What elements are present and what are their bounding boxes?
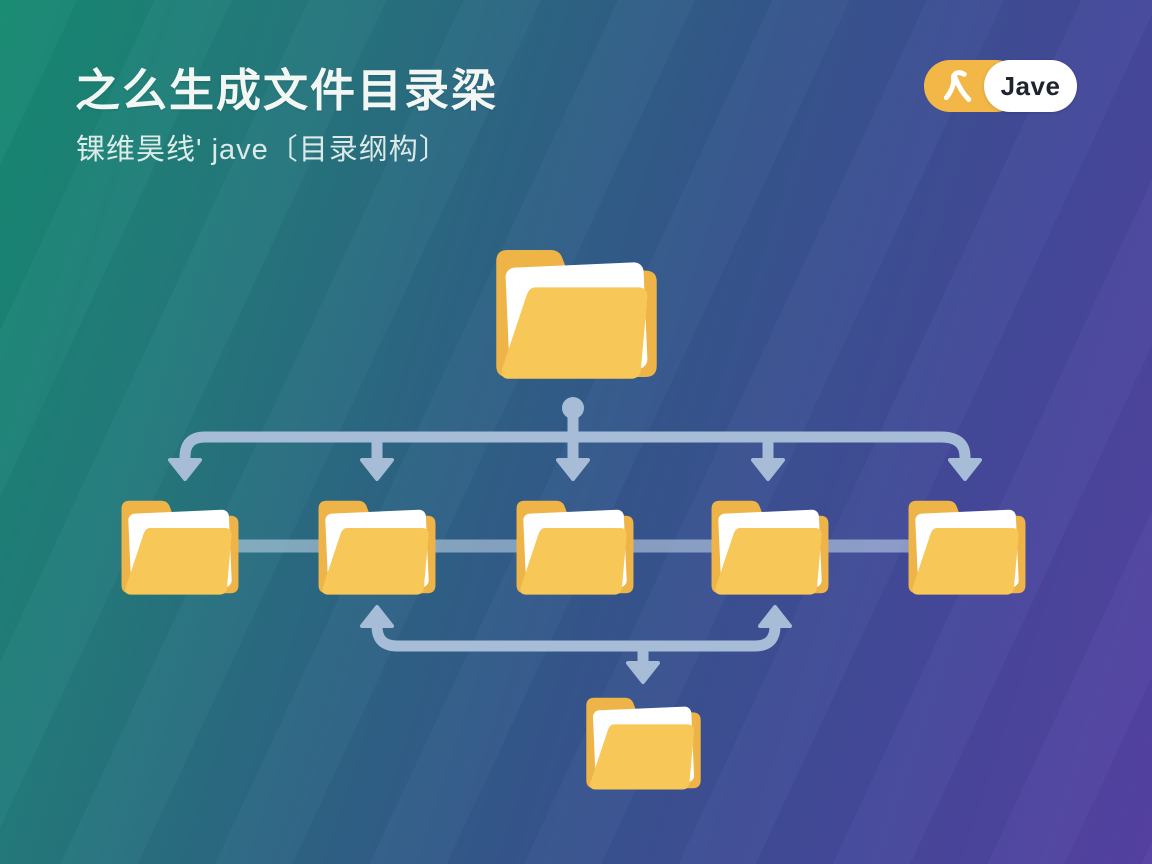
child-folder-icon-2 <box>318 500 436 595</box>
child-folder-icon-4 <box>711 500 829 595</box>
child-folder-icon-3 <box>516 500 634 595</box>
arrow-up-icon <box>758 605 792 628</box>
arrow-up-icon <box>360 605 394 628</box>
arrow-down-icon <box>168 458 202 481</box>
arrow-down-icon <box>751 458 785 481</box>
sub-folder-icon <box>586 697 701 790</box>
arrow-down-icon <box>626 661 660 684</box>
arrow-down-icon <box>948 458 982 481</box>
page-title: 之么生成文件目录梁 <box>75 65 499 116</box>
child-folder-icon-5 <box>908 500 1026 595</box>
badge-label: Jave <box>1000 70 1061 101</box>
loop-connector <box>371 620 781 669</box>
lambda-logo-icon <box>943 70 972 102</box>
arrow-down-icon <box>556 458 590 481</box>
child-folder-icon-1 <box>121 500 239 595</box>
page-subtitle: 锞维昊线' jave〔目录纲构〕 <box>76 134 449 166</box>
badge-label-pill: Jave <box>984 60 1077 112</box>
arrow-down-icon <box>360 458 394 481</box>
tree-connector <box>179 397 971 467</box>
brand-badge: Jave <box>924 60 1077 112</box>
root-folder-icon <box>496 250 657 379</box>
